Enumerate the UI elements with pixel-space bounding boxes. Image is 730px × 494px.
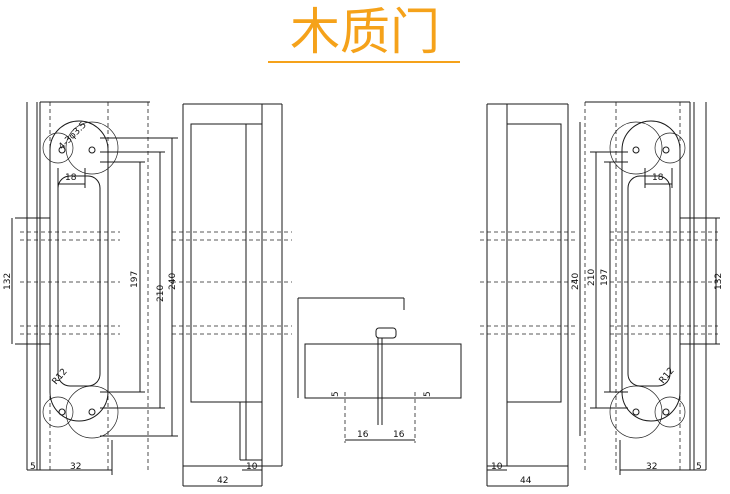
dim-42-left: 42 [217,476,228,486]
dim-240-left: 240 [168,273,178,290]
dim-5-right: 5 [696,462,702,472]
dim-10-right: 10 [491,462,503,472]
dim-32-left: 32 [70,462,81,472]
dim-32-right: 32 [646,462,657,472]
dim-5-left: 5 [30,462,36,472]
dim-5-top-right: 5 [423,391,433,397]
left-front-view: 132 197 210 240 18 4-3φ3.5 R12 5 32 [3,101,178,475]
radius-r12-left: R12 [51,367,70,387]
dim-16-left: 16 [357,430,369,440]
dim-18-right: 18 [652,173,664,183]
dim-210-left: 210 [156,285,166,302]
dim-16-right: 16 [393,430,405,440]
right-front-view: 132 210 197 18 R12 32 5 [584,101,724,475]
dim-10-left: 10 [246,462,258,472]
dim-197-left: 197 [130,271,140,288]
dim-197-right: 197 [600,269,610,286]
dim-210-right: 210 [587,269,597,286]
right-side-view: 10 44 240 [480,103,581,487]
dim-240-right: 240 [571,273,581,290]
dim-18-left: 18 [65,173,77,183]
dim-5-top-left: 5 [331,391,341,397]
top-center-view: 16 16 5 5 [297,297,462,443]
title-underline [268,61,460,63]
left-side-view: 42 10 [172,103,292,487]
radius-r12-right: R12 [658,366,677,386]
dim-44-right: 44 [520,476,532,486]
dim-132-right: 132 [714,273,724,290]
drawing-title: 木质门 [290,3,440,61]
dim-132-left: 132 [3,273,13,290]
